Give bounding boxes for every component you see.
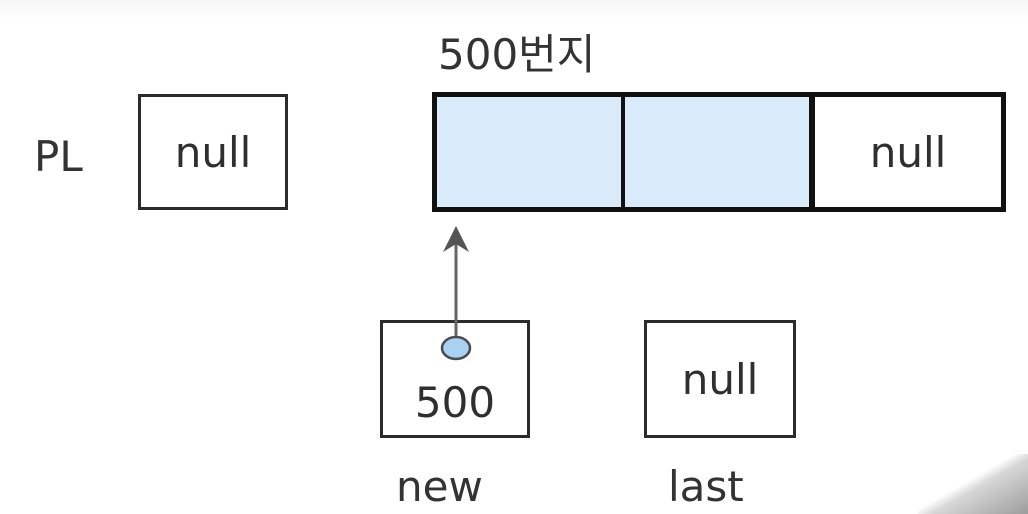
node-link-field: null <box>815 97 1001 207</box>
new-value: 500 <box>414 378 496 427</box>
pl-value: null <box>174 127 252 177</box>
pointer-dot-icon <box>440 335 472 361</box>
node-field-2 <box>625 97 815 207</box>
pl-box: null <box>138 94 288 210</box>
pointer-arrow-head <box>443 226 469 252</box>
last-box: null <box>644 320 796 438</box>
last-value: null <box>681 354 759 404</box>
new-label: new <box>396 462 483 511</box>
list-node: null <box>432 92 1006 212</box>
last-label: last <box>668 462 744 511</box>
node-link-value: null <box>869 127 947 177</box>
node-field-1 <box>437 97 625 207</box>
pl-label: PL <box>34 132 83 181</box>
node-address-label: 500번지 <box>438 30 596 79</box>
page-curl-shadow <box>918 454 1028 514</box>
